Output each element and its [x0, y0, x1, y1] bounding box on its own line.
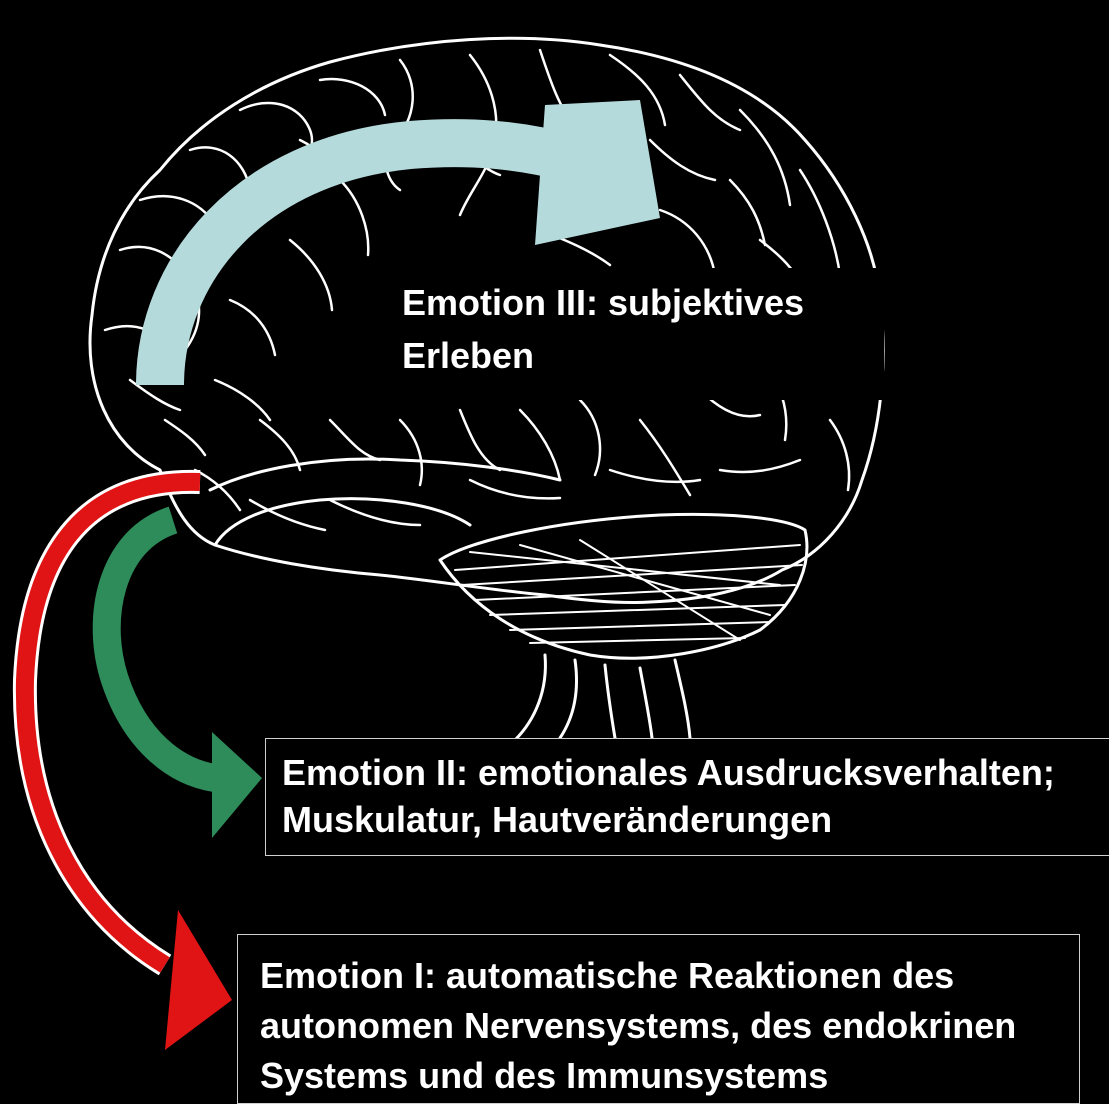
- emotion-2-label: Emotion II: emotionales Ausdrucksverhalt…: [265, 738, 1109, 856]
- emotion-3-label: Emotion III: subjektives Erleben: [386, 268, 884, 400]
- emotion-1-label: Emotion I: automatische Reaktionen des a…: [237, 934, 1080, 1104]
- arrow-emotion-2-icon: [107, 520, 262, 838]
